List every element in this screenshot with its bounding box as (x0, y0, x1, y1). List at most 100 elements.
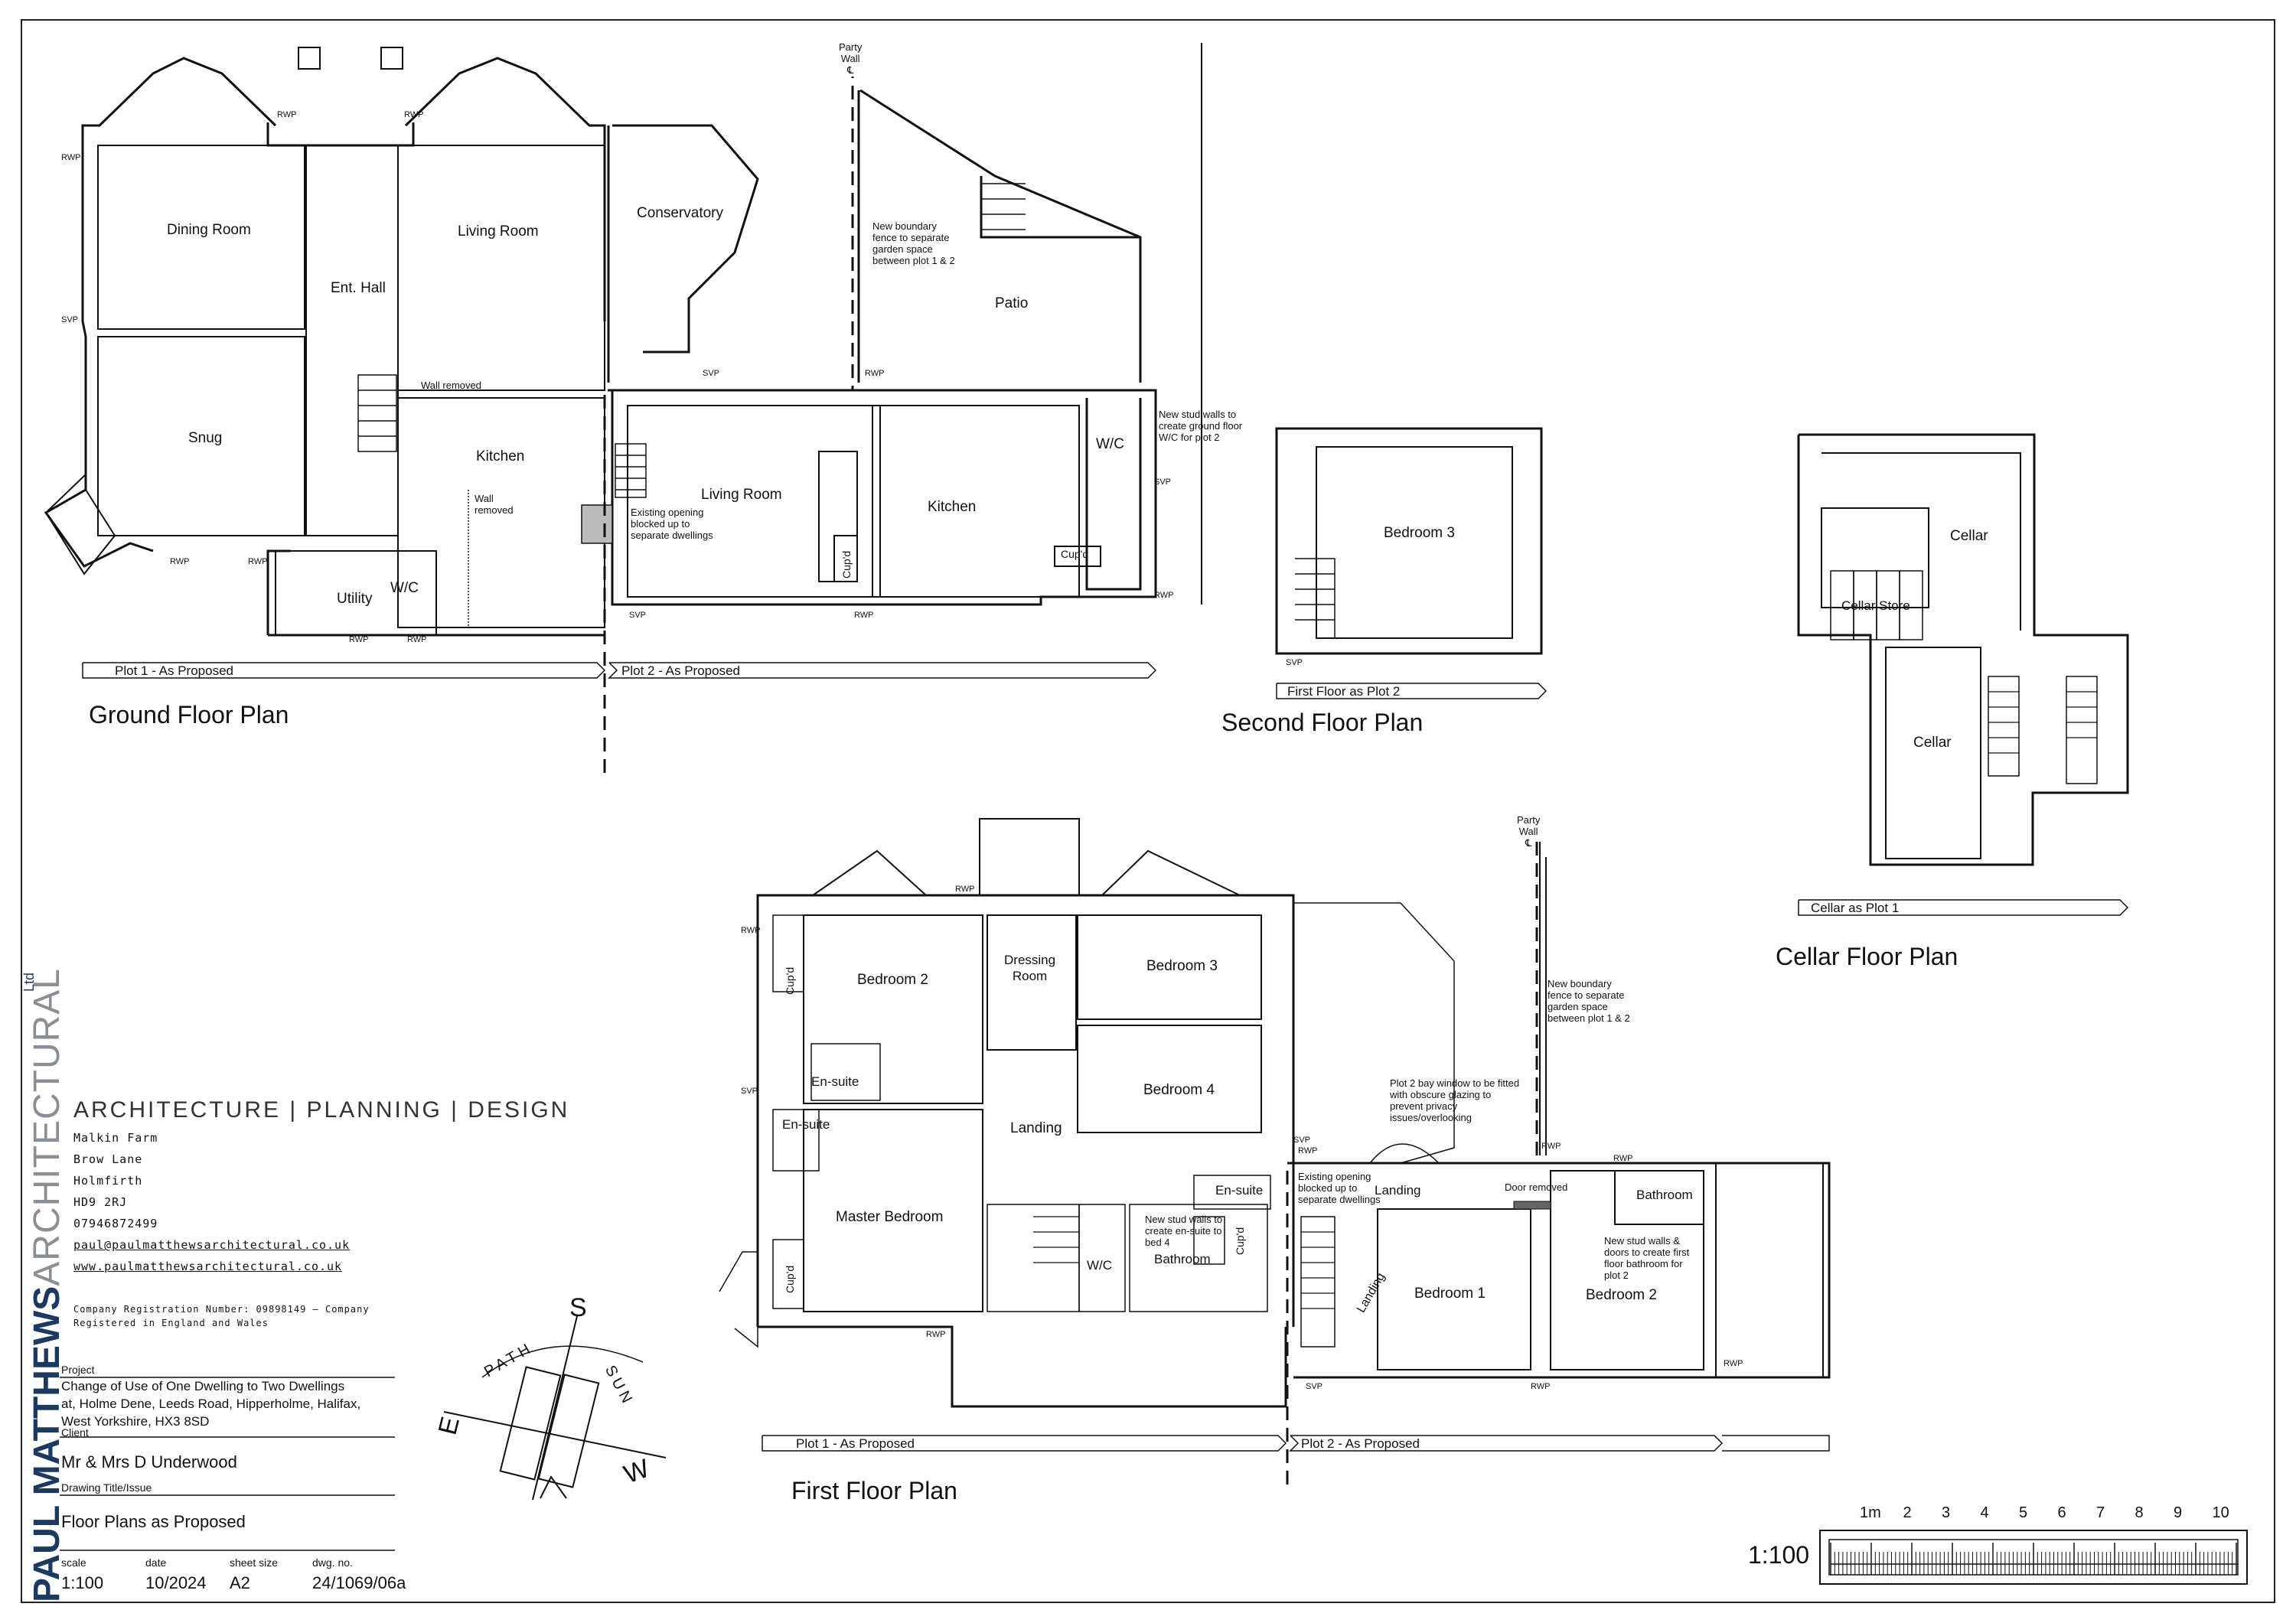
first-plot1-label: Plot 1 - As Proposed (796, 1436, 915, 1451)
room-en-suite-2: En-suite (782, 1117, 830, 1132)
scale-ratio: 1:100 (1748, 1541, 1810, 1569)
drawing-label: Drawing Title/Issue (61, 1481, 152, 1494)
scale-value: 1:100 (61, 1573, 104, 1592)
scale-tick-label: 3 (1942, 1504, 1951, 1521)
address-line: Malkin Farm (73, 1131, 158, 1145)
room-living-room: Living Room (458, 223, 539, 240)
marker-svp: SVP (1154, 477, 1172, 487)
marker-rwp: RWP (407, 635, 427, 644)
brand-tagline: ARCHITECTURE | PLANNING | DESIGN (73, 1097, 570, 1123)
dwg-value: 24/1069/06a (312, 1573, 406, 1592)
date-value: 10/2024 (145, 1573, 207, 1592)
email-link[interactable]: paul@paulmatthewsarchitectural.co.uk (73, 1238, 351, 1252)
marker-rwp: RWP (854, 611, 874, 620)
marker-rwp: RWP (865, 369, 885, 378)
note-door-removed: Door removed (1505, 1181, 1568, 1193)
room-kitchen-plot2: Kitchen (928, 499, 977, 515)
scale-tick-label: 6 (2057, 1504, 2066, 1521)
note-party-wall-first: Party Wall ℄ (1517, 814, 1541, 849)
room-landing-plot2: Landing (1375, 1183, 1421, 1198)
scale-tick-label: 5 (2019, 1504, 2028, 1521)
room-cupd-first-1: Cup'd (784, 966, 796, 995)
note-opening-blocked-ground: Existing opening blocked up to separate … (631, 507, 713, 541)
marker-rwp: RWP (349, 635, 369, 644)
room-living-room-plot2: Living Room (701, 487, 782, 503)
room-kitchen-plot1: Kitchen (476, 448, 525, 464)
room-bedroom-2-plot2: Bedroom 2 (1586, 1287, 1657, 1303)
project-value: Change of Use of One Dwelling to Two Dwe… (61, 1379, 361, 1429)
compass-s: S (569, 1293, 587, 1322)
brand-thin: ARCHITECTURAL (27, 968, 67, 1286)
second-floor-title: Second Floor Plan (1221, 709, 1424, 736)
marker-rwp: RWP (955, 885, 975, 894)
note-boundary-fence-ground: New boundary fence to separate garden sp… (872, 220, 955, 266)
dwg-label: dwg. no. (312, 1556, 353, 1569)
room-bedroom-2: Bedroom 2 (857, 972, 928, 988)
title-block-rules (60, 1377, 395, 1551)
brand-logo: PAUL MATTHEWSARCHITECTURAL (26, 968, 68, 1602)
room-utility: Utility (337, 591, 373, 607)
note-opening-blocked-first: Existing opening blocked up to separate … (1298, 1171, 1381, 1205)
note-bay-window: Plot 2 bay window to be fitted with obsc… (1390, 1077, 1520, 1123)
marker-rwp: RWP (1541, 1142, 1561, 1151)
room-wc-first: W/C (1087, 1258, 1113, 1273)
marker-rwp: RWP (1613, 1154, 1633, 1163)
scale-tick-label: 8 (2135, 1504, 2144, 1521)
marker-rwp: RWP (1531, 1382, 1551, 1391)
room-patio: Patio (995, 295, 1029, 311)
marker-svp: SVP (629, 611, 647, 620)
note-wall-removed-1: Wall removed (421, 380, 481, 391)
room-cupd-ground-2: Cup'd (1061, 548, 1089, 560)
compass-icon (443, 1315, 667, 1501)
room-en-suite-3: En-suite (1215, 1183, 1264, 1198)
ground-plot1-label: Plot 1 - As Proposed (115, 663, 233, 678)
brand-ltd: Ltd (21, 972, 37, 992)
room-cupd-first-3: Cup'd (1234, 1227, 1246, 1255)
address-line: Brow Lane (73, 1152, 143, 1166)
second-floor-label: First Floor as Plot 2 (1287, 684, 1401, 699)
room-snug: Snug (188, 430, 223, 446)
address-line: Holmfirth (73, 1174, 143, 1188)
marker-rwp: RWP (1724, 1359, 1743, 1368)
scale-tick-label: 1m (1860, 1504, 1881, 1521)
sheet-value: A2 (230, 1573, 250, 1592)
note-stud-walls-ground: New stud walls to create ground floor W/… (1159, 409, 1243, 443)
ground-floor-title: Ground Floor Plan (89, 701, 289, 728)
scale-tick-label: 10 (2212, 1504, 2229, 1521)
room-ent-hall: Ent. Hall (331, 280, 386, 296)
cellar-floor-plan (1797, 433, 2129, 916)
marker-svp: SVP (1293, 1136, 1311, 1145)
marker-svp: SVP (1306, 1382, 1323, 1391)
date-label: date (145, 1556, 167, 1569)
marker-svp: SVP (703, 369, 720, 378)
room-bedroom-4: Bedroom 4 (1143, 1082, 1215, 1098)
sheet-label: sheet size (230, 1556, 279, 1569)
room-cellar-1: Cellar (1950, 528, 1988, 544)
address-line: 07946872499 (73, 1217, 158, 1230)
room-landing-plot1: Landing (1010, 1120, 1062, 1136)
website-link[interactable]: www.paulmatthewsarchitectural.co.uk (73, 1260, 343, 1273)
room-cupd-ground-1: Cup'd (840, 550, 853, 578)
scale-tick-label: 7 (2096, 1504, 2105, 1521)
client-value: Mr & Mrs D Underwood (61, 1452, 237, 1471)
marker-rwp: RWP (1298, 1146, 1318, 1155)
marker-rwp: RWP (277, 110, 297, 119)
note-party-wall-ground: Party Wall ℄ (839, 41, 863, 76)
marker-rwp: RWP (248, 557, 268, 566)
first-plot2-label: Plot 2 - As Proposed (1301, 1436, 1420, 1451)
brand-bold: PAUL MATTHEWS (27, 1286, 67, 1602)
company-registration: Company Registration Number: 09898149 – … (73, 1304, 370, 1328)
room-cellar-2: Cellar (1913, 735, 1952, 751)
ground-plot2-label: Plot 2 - As Proposed (621, 663, 740, 678)
scale-label: scale (61, 1556, 86, 1569)
cellar-floor-title: Cellar Floor Plan (1776, 943, 1958, 970)
scale-bar (1819, 1530, 2248, 1585)
scale-tick-label: 2 (1903, 1504, 1912, 1521)
cellar-label: Cellar as Plot 1 (1811, 901, 1900, 915)
room-bathroom-plot1: Bathroom (1154, 1252, 1211, 1266)
note-stud-bathroom: New stud walls & doors to create first f… (1604, 1235, 1690, 1281)
address-line: HD9 2RJ (73, 1195, 128, 1209)
note-boundary-fence-first: New boundary fence to separate garden sp… (1548, 978, 1630, 1024)
marker-svp: SVP (741, 1087, 758, 1096)
